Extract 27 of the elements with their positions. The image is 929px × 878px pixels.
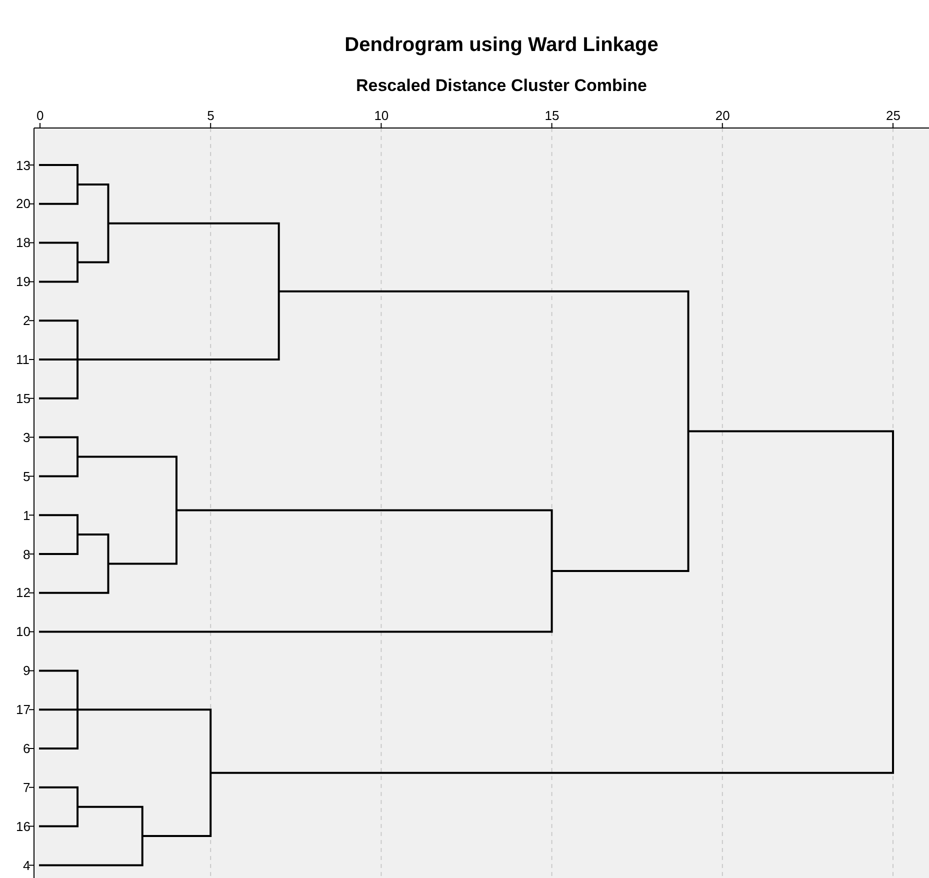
chart-title: Dendrogram using Ward Linkage (344, 34, 660, 57)
axis-tick-label: 15 (544, 108, 560, 123)
row-label: 18 (16, 235, 30, 250)
row-label: 19 (16, 274, 30, 290)
row-label: 7 (23, 780, 30, 795)
row-label: 13 (16, 158, 30, 172)
row-label: 15 (16, 390, 30, 406)
row-label: 1 (23, 508, 30, 523)
row-label: 16 (16, 818, 30, 834)
axis-tick-label: 25 (886, 108, 900, 123)
row-label: 20 (16, 196, 30, 212)
axis-tick-label: 5 (207, 108, 214, 123)
row-label: 3 (23, 430, 30, 445)
row-label: 12 (16, 585, 30, 600)
axis-title: Rescaled Distance Cluster Combine (355, 76, 648, 96)
row-label: 10 (16, 624, 30, 640)
row-label: 17 (16, 702, 30, 718)
row-label: 11 (16, 352, 30, 367)
row-label: 6 (23, 741, 30, 756)
axis-tick-label: 20 (715, 108, 730, 123)
axis-tick-label: 0 (36, 108, 44, 123)
row-label: 8 (23, 546, 30, 562)
row-label: 2 (23, 313, 30, 328)
axis-tick-label: 10 (374, 108, 389, 123)
row-label: 9 (23, 663, 30, 678)
row-label: 5 (23, 468, 30, 484)
row-label: 4 (23, 858, 30, 873)
